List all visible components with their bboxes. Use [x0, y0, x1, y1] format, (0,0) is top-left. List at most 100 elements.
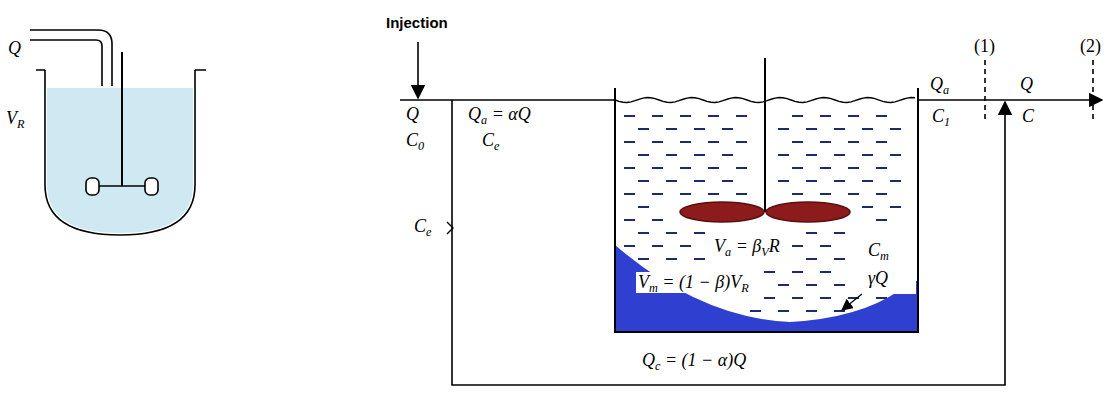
inlet-pipe: [30, 30, 112, 86]
variable-label: Q: [404, 104, 421, 125]
liquid-dash: [792, 271, 803, 273]
liquid-dash: [806, 284, 817, 286]
liquid-dash: [834, 154, 845, 156]
liquid-dash: [736, 115, 747, 117]
outlet-line: [918, 99, 1102, 101]
variable-label: Qa = αQ: [466, 104, 533, 125]
variable-label: Va = βVR: [712, 236, 782, 257]
liquid-dash: [666, 258, 677, 260]
liquid-dash: [834, 232, 845, 234]
variable-label: C0: [404, 130, 426, 151]
liquid-dash: [638, 128, 649, 130]
liquid-dash: [680, 193, 691, 195]
liquid-dash: [820, 115, 831, 117]
liquid-dash: [652, 245, 663, 247]
section-number: (2): [1078, 36, 1103, 57]
liquid-dash: [806, 310, 817, 312]
liquid-dash: [890, 206, 901, 208]
liquid-dash: [792, 245, 803, 247]
stirrer-shaft: [764, 58, 766, 212]
liquid-dash: [806, 154, 817, 156]
liquid-dash: [806, 232, 817, 234]
liquid-dash: [876, 193, 887, 195]
liquid-dash: [862, 154, 873, 156]
section-line: [1092, 60, 1094, 122]
liquid-dash: [806, 258, 817, 260]
liquid-dash: [694, 154, 705, 156]
liquid-dash: [820, 167, 831, 169]
liquid-dash: [848, 193, 859, 195]
stirrer-blade: [145, 178, 158, 195]
impeller-blade: [680, 202, 764, 222]
liquid-dash: [764, 297, 775, 299]
liquid-dash: [638, 258, 649, 260]
variable-label: C1: [930, 106, 952, 127]
liquid-dash: [862, 206, 873, 208]
variable-label: Qa: [928, 74, 951, 95]
tank-liquid: [47, 88, 193, 233]
variable-label: Q: [6, 38, 23, 59]
liquid-dash: [848, 141, 859, 143]
liquid-dash: [876, 167, 887, 169]
liquid-dash: [652, 115, 663, 117]
liquid-dash: [820, 297, 831, 299]
label-ground: [846, 232, 916, 294]
liquid-dash: [792, 193, 803, 195]
liquid-dash: [638, 180, 649, 182]
stirrer-bar: [98, 185, 146, 187]
liquid-dash: [778, 310, 789, 312]
reactor-wall: [615, 88, 918, 332]
liquid-dash: [764, 271, 775, 273]
liquid-dash: [624, 115, 635, 117]
liquid-dash: [666, 180, 677, 182]
liquid-hatching: [624, 116, 901, 311]
liquid-dash: [834, 284, 845, 286]
liquid-dash: [876, 219, 887, 221]
liquid-dash: [666, 154, 677, 156]
liquid-dash: [820, 193, 831, 195]
liquid-dash: [680, 141, 691, 143]
liquid-dash: [708, 115, 719, 117]
liquid-dash: [778, 284, 789, 286]
liquid-dash: [722, 128, 733, 130]
liquid-dash: [722, 154, 733, 156]
liquid-dash: [666, 232, 677, 234]
liquid-dash: [624, 167, 635, 169]
liquid-dash: [652, 193, 663, 195]
variable-label: Vm = (1 − β)VR: [636, 272, 751, 293]
liquid-dash: [708, 167, 719, 169]
liquid-dash: [708, 193, 719, 195]
tank-wall: [45, 70, 195, 235]
stirrer-shaft: [121, 52, 123, 186]
liquid-dash: [624, 219, 635, 221]
liquid-dash: [778, 154, 789, 156]
inlet-pipe: [30, 40, 102, 86]
liquid-dash: [624, 245, 635, 247]
liquid-dash: [820, 271, 831, 273]
injection-label: Injection: [384, 14, 450, 31]
variable-label: Ce: [480, 130, 501, 151]
liquid-dash: [694, 232, 705, 234]
liquid-dash: [694, 180, 705, 182]
liquid-dash: [666, 128, 677, 130]
section-line: [984, 60, 986, 122]
liquid-dash: [792, 167, 803, 169]
liquid-dash: [638, 154, 649, 156]
liquid-dash: [736, 141, 747, 143]
impeller-blade: [766, 202, 850, 222]
liquid-dash: [638, 232, 649, 234]
liquid-dash: [652, 141, 663, 143]
stirrer-blade: [86, 178, 99, 195]
liquid-dash: [890, 180, 901, 182]
reactor-model: [400, 42, 1102, 385]
liquid-dash: [890, 154, 901, 156]
liquid-dash: [834, 180, 845, 182]
liquid-dash: [834, 310, 845, 312]
liquid-dash: [680, 167, 691, 169]
liquid-dash: [792, 297, 803, 299]
liquid-dash: [862, 128, 873, 130]
liquid-dash: [750, 310, 761, 312]
variable-label: γQ: [866, 268, 890, 289]
liquid-dash: [820, 141, 831, 143]
liquid-dash: [624, 193, 635, 195]
